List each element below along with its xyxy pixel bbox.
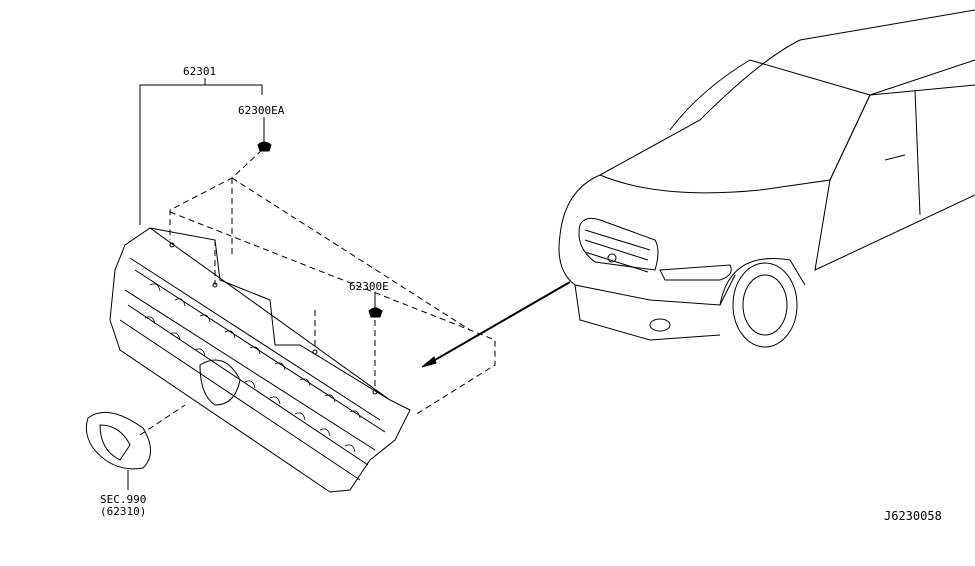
clip-62300E-icon [368, 307, 383, 318]
label-sec-990: SEC.990 [100, 493, 147, 506]
label-62300E: 62300E [349, 280, 389, 293]
direction-arrow [421, 281, 571, 368]
emblem-drawing [85, 411, 151, 470]
grille-drawing [109, 227, 411, 493]
diagram-id: J6230058 [884, 509, 942, 523]
label-62301: 62301 [183, 65, 217, 78]
vehicle-drawing [558, 9, 975, 348]
label-62300EA: 62300EA [238, 104, 285, 117]
leader-lines [127, 78, 376, 490]
clip-62300EA-icon [257, 141, 272, 152]
label-62310: (62310) [100, 505, 147, 518]
assembly-dashed-lines [139, 149, 496, 436]
